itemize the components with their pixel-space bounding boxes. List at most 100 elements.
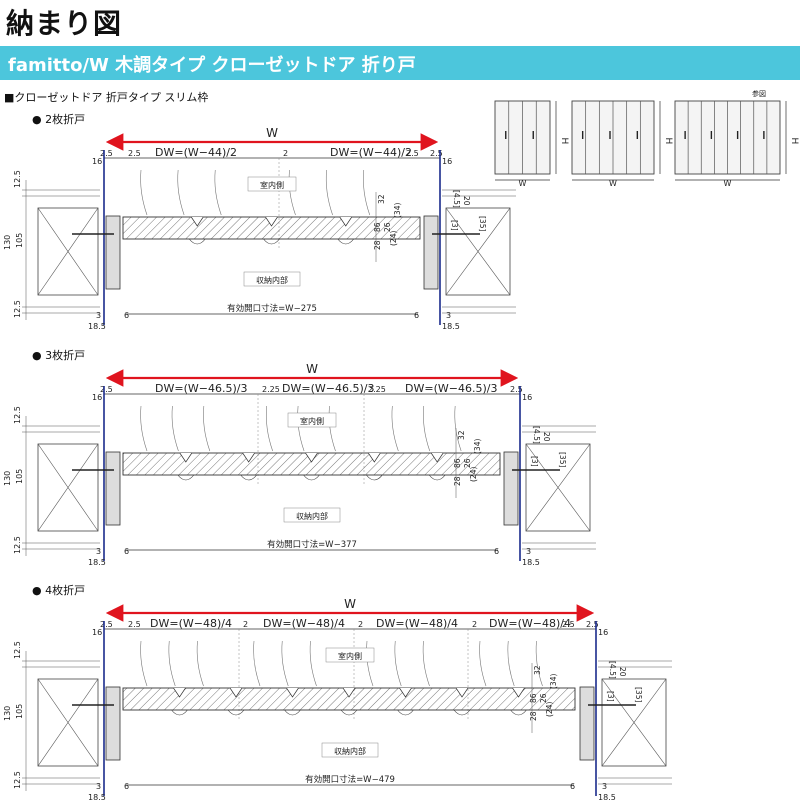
dim-16-left: 16 (92, 628, 102, 637)
dim-bottom-6-right: 6 (494, 547, 499, 556)
dw-label: DW=(W−46.5)/3 (405, 382, 497, 395)
panel-joint (265, 216, 278, 227)
dim-right-28: 28 (453, 476, 462, 486)
w-dimension-label: W (344, 597, 356, 611)
left-wall-box (37, 678, 99, 767)
dim-bottom-18-left: 18.5 (88, 793, 106, 800)
panel-joint (399, 687, 412, 698)
dim-right-24: (24) (545, 702, 554, 717)
panel-arc (227, 709, 245, 716)
fold-arc (253, 640, 261, 687)
dim-right-3: [3] (606, 691, 615, 702)
panel-joint (173, 687, 186, 698)
opening-label: 有効開口寸法=W−377 (267, 539, 357, 550)
dim-bottom-18-right: 18.5 (522, 558, 540, 567)
fold-arc (171, 405, 179, 452)
right-wall-box (445, 207, 511, 296)
dim-bottom-6-left: 6 (124, 782, 129, 791)
panel-arc (453, 709, 471, 716)
dim-right-20: 20 (462, 196, 471, 206)
panel-joint (242, 452, 255, 463)
fold-arc (391, 405, 399, 452)
fold-arc (177, 169, 185, 216)
fold-arc (140, 640, 148, 687)
dim-right-35: [35] (558, 452, 567, 467)
dim-right-24: (24) (469, 467, 478, 482)
fold-arc (479, 640, 487, 687)
panel-joint (339, 216, 353, 227)
fold-arc (328, 405, 336, 452)
dim-left-bottom: 12.5 (13, 536, 22, 554)
fold-arc (288, 169, 296, 216)
fold-arc (325, 169, 333, 216)
reference-elevation-2: HW (571, 100, 673, 188)
dim-left-bottom: 12.5 (13, 771, 22, 789)
dim-right-26: 26 (539, 693, 548, 703)
right-wall-box (601, 678, 667, 767)
fold-arc (214, 169, 222, 216)
dim-bottom-18-right: 18.5 (442, 322, 460, 331)
panel-joint (286, 687, 299, 698)
dim-right-4-5: [4.5] (532, 426, 541, 444)
panel-arc (397, 709, 414, 716)
inner-edge-label-left: 2.5 (128, 620, 141, 629)
dim-right-86: 86 (529, 693, 538, 703)
fold-arc (203, 405, 211, 452)
fold-arc (507, 640, 515, 687)
panel-arc (263, 238, 280, 245)
section-subtitle: ■クローゼットドア 折戸タイプ スリム枠 (4, 91, 209, 104)
edge-label-right: 2.5 (430, 149, 443, 158)
fold-arc (423, 405, 431, 452)
gap-label: 2 (243, 620, 248, 629)
edge-label-right: 2.5 (586, 620, 599, 629)
dim-left-bottom: 12.5 (13, 300, 22, 318)
fold-arc (535, 640, 543, 687)
dim-right-20: 20 (618, 667, 627, 677)
h-label: H (789, 138, 799, 145)
opening-label: 有効開口寸法=W−479 (305, 774, 395, 785)
gap-label: 2 (358, 620, 363, 629)
dim-left-105: 105 (15, 233, 24, 248)
opening-label: 有効開口寸法=W−275 (227, 303, 317, 314)
dw-label: DW=(W−48)/4 (150, 617, 232, 630)
inner-edge-label-left: 2.5 (128, 149, 141, 158)
dim-16-right: 16 (442, 157, 452, 166)
fold-arc (394, 640, 402, 687)
dim-right-34: (34) (393, 203, 402, 218)
left-wall (22, 660, 100, 785)
gap-label: 2 (472, 620, 477, 629)
panel-arc (177, 474, 195, 481)
right-wall-box (525, 443, 591, 532)
dim-right-32: 32 (533, 665, 542, 675)
dw-label: DW=(W−48)/4 (263, 617, 345, 630)
dim-right-3: [3] (530, 456, 539, 467)
right-wall (522, 425, 596, 550)
w-label: W (609, 179, 617, 188)
right-wall-x2 (601, 678, 667, 767)
left-jamb (105, 686, 121, 761)
gap-label: 2.25 (368, 385, 386, 394)
room-side-label: 室内側 (300, 416, 324, 426)
dw-label: DW=(W−46.5)/3 (282, 382, 374, 395)
dim-bottom-3-right: 3 (602, 782, 607, 791)
storage-label: 収納内部 (296, 511, 328, 521)
panel-arc (428, 474, 446, 481)
fold-arc (422, 640, 430, 687)
storage-label: 収納内部 (256, 275, 288, 285)
dim-left-105: 105 (15, 469, 24, 484)
dim-left-105: 105 (15, 704, 24, 719)
fold-arc (140, 169, 148, 216)
room-side-label: 室内側 (338, 651, 362, 661)
dim-left-130: 130 (3, 471, 12, 486)
storage-box (243, 271, 301, 287)
left-wall-x2 (37, 443, 99, 532)
w-label: W (519, 179, 527, 188)
room-side-box (287, 412, 337, 428)
dim-left-130: 130 (3, 706, 12, 721)
dim-bottom-18-right: 18.5 (598, 793, 616, 800)
fold-arc (309, 640, 317, 687)
right-wall-x2 (525, 443, 591, 532)
